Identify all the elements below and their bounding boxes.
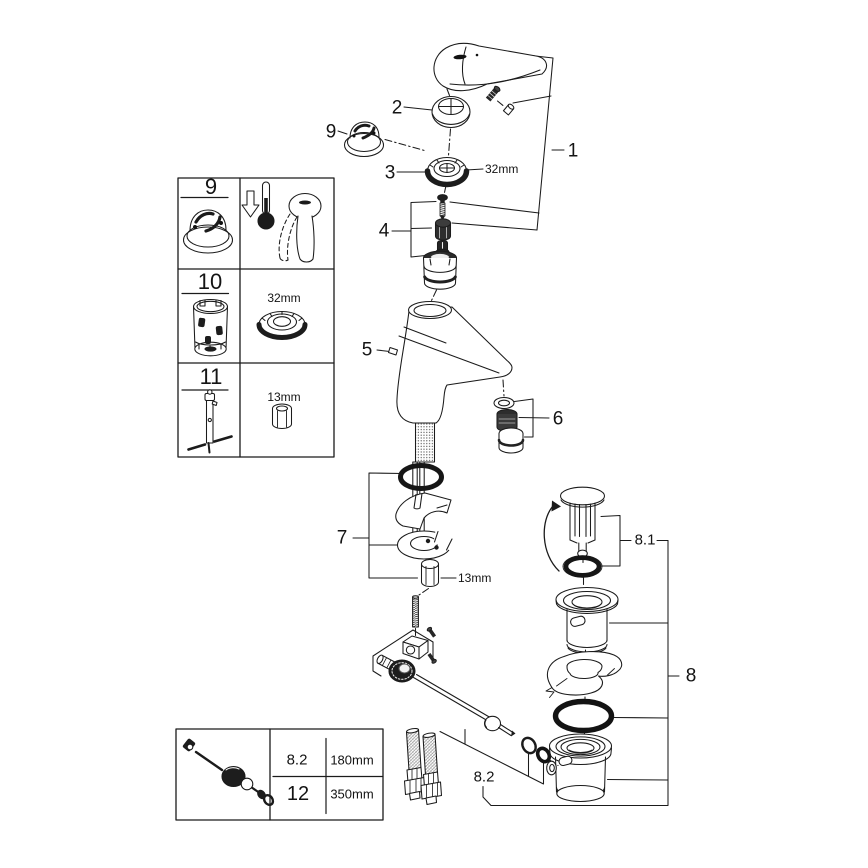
callout-8-1: 8.1 (634, 531, 656, 549)
callout-9: 9 (325, 121, 337, 143)
table-nut-13mm-illustration (271, 403, 293, 430)
basin-cutaway (545, 651, 623, 698)
callout-7: 7 (336, 527, 348, 549)
drain-body (546, 733, 613, 803)
callout-3: 3 (384, 162, 396, 184)
plug-seal-ring (562, 555, 603, 578)
mounting-oring (398, 463, 444, 491)
cartridge (422, 240, 458, 290)
service-tool-illustration (187, 389, 233, 454)
faucet-body (387, 300, 513, 424)
table-ring-32mm-illustration (256, 310, 308, 340)
length-table-len-180: 180mm (330, 752, 374, 768)
callout-8: 8 (685, 665, 697, 687)
parts-table-id-10: 10 (197, 269, 223, 294)
dimension-13mm: 13mm (458, 571, 492, 585)
handle-dome-ring (431, 95, 471, 129)
threaded-stud (412, 595, 419, 628)
temp-limiter-cap (343, 121, 385, 158)
lever-handle (433, 42, 548, 92)
length-table-id-12: 12 (286, 783, 310, 805)
drain-flange (555, 586, 619, 654)
handle-positions-illustration (278, 192, 322, 263)
cartridge-sleeve-illustration (192, 298, 229, 357)
callout-4: 4 (378, 220, 390, 242)
table-cap-illustration (182, 209, 234, 254)
parts-table-note-32mm: 32mm (267, 291, 301, 305)
popup-linkage (372, 626, 552, 764)
aerator-assembly (493, 396, 525, 454)
parts-table-id-11: 11 (199, 364, 223, 389)
callout-1: 1 (567, 140, 579, 162)
handle-screw (485, 85, 515, 116)
thermometer-icon (257, 181, 275, 230)
escutcheon-ring-32mm (424, 156, 470, 188)
callout-6: 6 (552, 408, 564, 430)
popup-rod-illustration (182, 738, 275, 807)
dimension-32mm: 32mm (485, 162, 519, 176)
callout-2: 2 (391, 97, 403, 119)
mounting-nut-13mm (420, 558, 440, 587)
popup-plug (543, 486, 606, 572)
callout-8-2: 8.2 (473, 768, 495, 786)
length-table-len-350: 350mm (330, 786, 374, 802)
horseshoe-washer (396, 527, 463, 560)
parts-table-note-13mm: 13mm (267, 390, 301, 404)
parts-table-id-9: 9 (204, 174, 218, 199)
length-table-id-8-2: 8.2 (286, 751, 308, 769)
length-table (175, 728, 384, 821)
cartridge-screw (437, 194, 448, 221)
drain-oring (552, 698, 615, 734)
callout-5: 5 (361, 339, 373, 361)
stabilizer-plate (395, 492, 452, 530)
cartridge-cap-nut (434, 218, 452, 241)
supply-hoses (403, 727, 443, 806)
callout-leader-lines (337, 51, 680, 807)
cold-water-arrow-icon (241, 190, 260, 218)
